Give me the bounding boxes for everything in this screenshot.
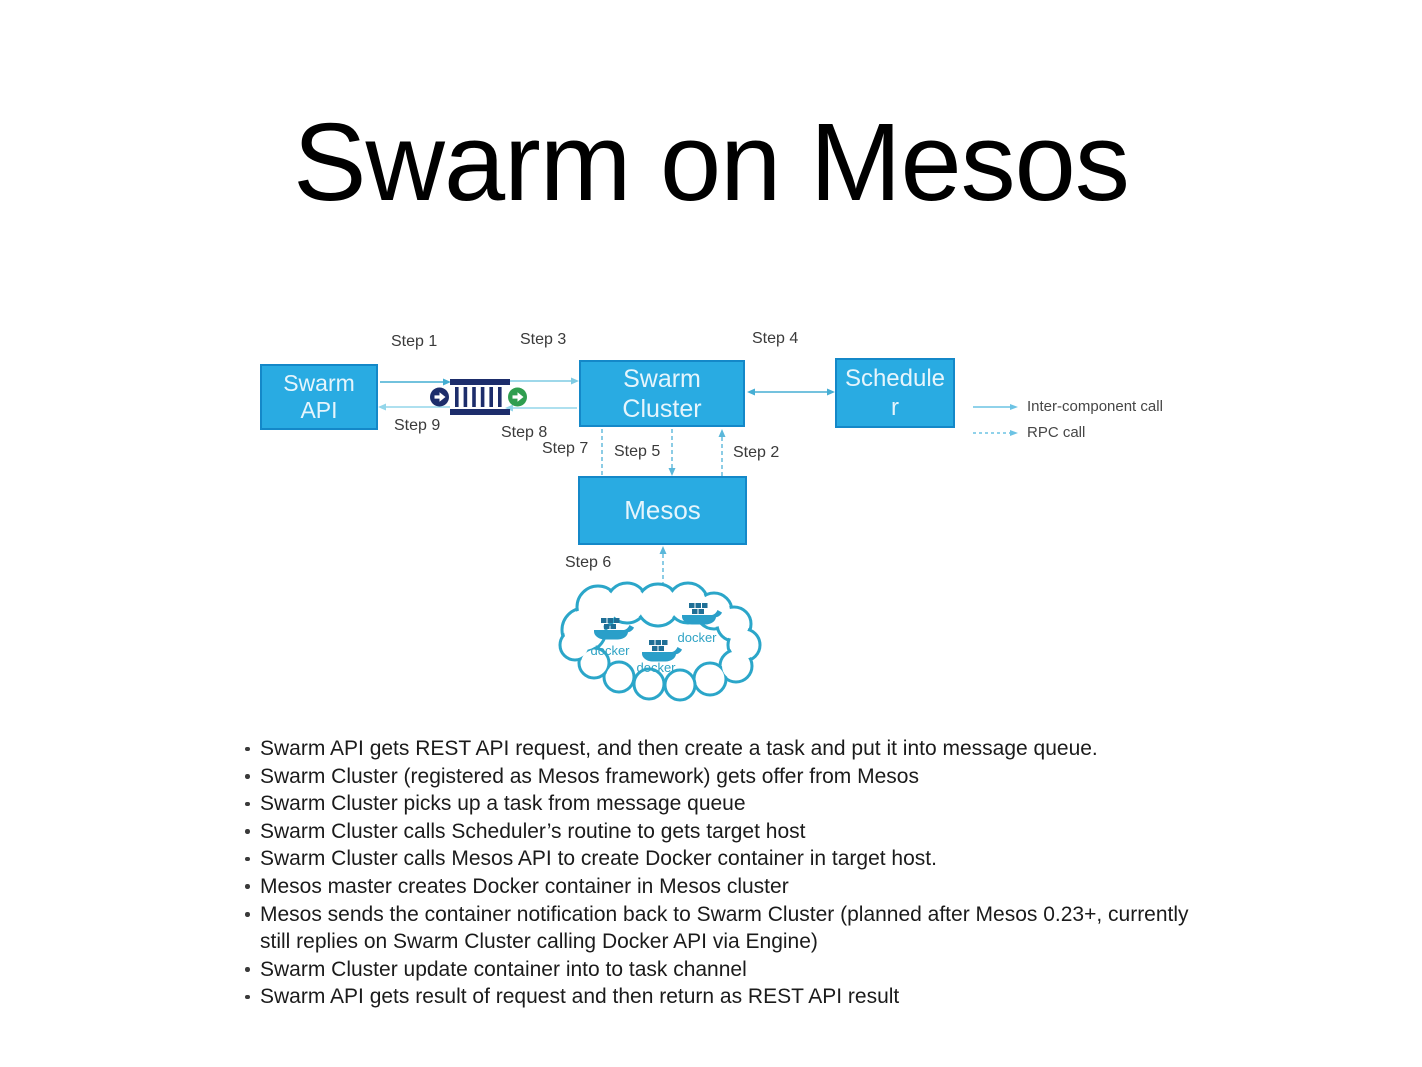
- dashed-arrow-step-5: [668, 429, 676, 476]
- step-9-label: Step 9: [394, 417, 441, 434]
- swarm-api-box: Swarm API: [260, 364, 378, 430]
- message-queue-icon: [430, 379, 527, 415]
- page-title: Swarm on Mesos: [293, 101, 1130, 224]
- legend-inter-component-label: Inter-component call: [1027, 398, 1163, 415]
- docker-whale-icon: [594, 618, 634, 640]
- bullet-item: Mesos sends the container notification b…: [240, 901, 1190, 956]
- docker-whale-icon: [682, 603, 722, 625]
- legend-rpc: RPC call: [973, 424, 1085, 441]
- scheduler-box: Schedule r: [835, 358, 955, 428]
- arrow-step-8: [505, 404, 577, 412]
- solid-arrow-icon: [973, 403, 1018, 410]
- step-2-label: Step 2: [733, 444, 780, 461]
- mesos-box: Mesos: [578, 476, 747, 545]
- bullet-item: Swarm API gets REST API request, and the…: [240, 735, 1190, 763]
- bullet-item: Swarm Cluster calls Mesos API to create …: [240, 845, 1190, 873]
- step-5-label: Step 5: [614, 443, 661, 460]
- step-7-label: Step 7: [542, 440, 589, 457]
- dashed-arrow-icon: [973, 429, 1018, 436]
- bullet-item: Mesos master creates Docker container in…: [240, 873, 1190, 901]
- arrow-step-3: [505, 377, 579, 385]
- arrow-step-1: [380, 378, 451, 386]
- enqueue-arrow-icon: [430, 387, 449, 407]
- arrow-step-9: [378, 403, 450, 411]
- step-1-label: Step 1: [391, 333, 438, 350]
- step-8-label: Step 8: [501, 424, 548, 441]
- step-3-label: Step 3: [520, 331, 567, 348]
- arrow-step-4: [747, 388, 835, 396]
- bullet-list: Swarm API gets REST API request, and the…: [240, 735, 1190, 1011]
- dequeue-arrow-icon: [508, 387, 527, 407]
- bullet-item: Swarm Cluster picks up a task from messa…: [240, 790, 1190, 818]
- dashed-arrow-step-2: [718, 429, 726, 476]
- legend-rpc-label: RPC call: [1027, 424, 1086, 441]
- docker-label: docker: [677, 630, 717, 645]
- bullet-item: Swarm Cluster calls Scheduler’s routine …: [240, 818, 1190, 846]
- swarm-cluster-box: Swarm Cluster: [579, 360, 745, 427]
- legend-inter-component: Inter-component call: [973, 398, 1163, 415]
- bullet-item: Swarm Cluster update container into to t…: [240, 956, 1190, 984]
- bullet-item: Swarm API gets result of request and the…: [240, 983, 1190, 1011]
- step-6-label: Step 6: [565, 554, 612, 571]
- docker-label: docker: [636, 660, 676, 675]
- dashed-arrow-step-6: [659, 546, 667, 583]
- bullet-item: Swarm Cluster (registered as Mesos frame…: [240, 763, 1190, 791]
- docker-label: docker: [590, 643, 630, 658]
- cloud-shape: [558, 581, 762, 702]
- step-4-label: Step 4: [752, 330, 799, 347]
